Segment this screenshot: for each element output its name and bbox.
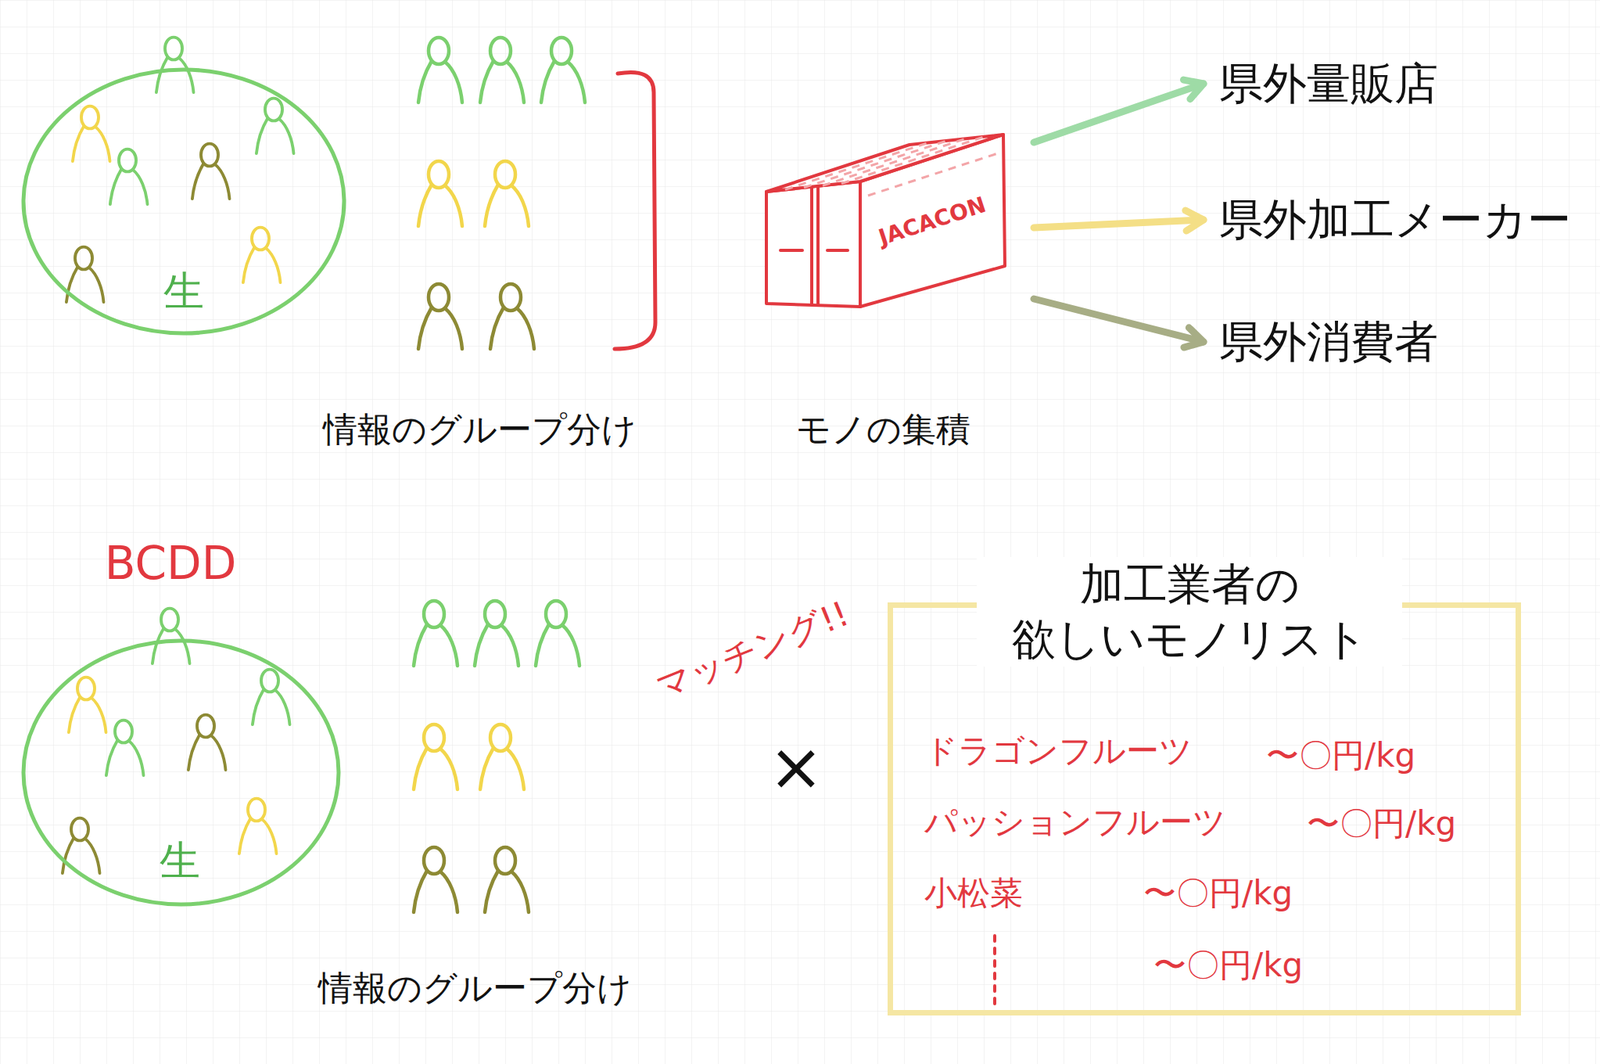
- flow-arrow: [1033, 210, 1204, 231]
- person-figure: [156, 37, 194, 94]
- person-figure: [68, 677, 107, 733]
- container-box: JACACON: [766, 132, 1006, 309]
- person-figure: [484, 161, 529, 227]
- person-figure: [413, 724, 458, 790]
- person-figure: [418, 161, 463, 227]
- arrow-shaft: [1033, 219, 1204, 228]
- arrow-shaft: [1033, 83, 1204, 143]
- arrow-shaft: [1033, 298, 1204, 342]
- person-figure: [192, 143, 230, 200]
- list-heading: 加工業者の 欲しいモノリスト: [976, 556, 1403, 667]
- group-caption: 情報のグループ分け: [318, 965, 632, 1009]
- container-face: [766, 181, 861, 307]
- item-name: パッションフルーツ: [924, 801, 1227, 844]
- container-stripe: [868, 153, 998, 196]
- container-door: [827, 248, 848, 252]
- times-sign: ×: [768, 725, 824, 808]
- destination-name: 県外加工メーカー: [1219, 192, 1572, 248]
- container-stripe: [822, 138, 966, 186]
- ellipse-outline: [23, 69, 345, 334]
- wish-list-box: 加工業者の 欲しいモノリストドラゴンフルーツ〜〇円/kgパッションフルーツ〜〇円…: [887, 602, 1522, 1016]
- bcdd-mark: BCDD: [104, 534, 237, 592]
- arrow-head: [1185, 210, 1204, 231]
- person-figure: [418, 37, 463, 103]
- person-figure: [413, 846, 458, 912]
- person-figure: [188, 714, 227, 771]
- container-stripe: [803, 140, 948, 188]
- destination-name: 県外量販店: [1219, 56, 1439, 112]
- arrow-head: [1183, 327, 1204, 348]
- ellipse-outline: [23, 640, 339, 905]
- producer-circle: 生: [20, 66, 348, 337]
- person-figure: [239, 798, 277, 854]
- person-figure: [243, 227, 281, 284]
- grouped-figures: [418, 37, 585, 349]
- group-caption: 情報のグループ分け: [322, 407, 637, 451]
- container-stripe: [841, 136, 985, 184]
- producer-figures: [66, 37, 295, 303]
- person-figure: [106, 720, 144, 776]
- person-figure: [480, 724, 524, 790]
- person-figure: [413, 600, 458, 666]
- destination-text: 県外消費者: [1214, 311, 1443, 373]
- item-price: 〜〇円/kg: [1153, 944, 1303, 987]
- person-figure: [535, 600, 580, 666]
- flow-arrow: [1033, 79, 1204, 143]
- destination-text: 県外量販店: [1214, 53, 1443, 115]
- item-price: 〜〇円/kg: [1266, 735, 1416, 777]
- person-figure: [72, 106, 111, 162]
- item-name: 小松菜: [924, 872, 1023, 915]
- person-figure: [541, 37, 585, 103]
- producer-figures: [62, 608, 291, 874]
- continuation-dots: [993, 935, 997, 1005]
- person-figure: [110, 149, 148, 205]
- grouped-figures: [413, 600, 580, 912]
- person-figure: [152, 608, 191, 664]
- item-price: 〜〇円/kg: [1306, 803, 1457, 845]
- destination-text: 県外加工メーカー: [1214, 189, 1576, 251]
- container-door: [816, 186, 820, 305]
- item-name: ドラゴンフルーツ: [924, 730, 1193, 772]
- container-door: [780, 248, 803, 252]
- flow-arrow: [1033, 298, 1204, 348]
- arrow-head: [1183, 79, 1204, 100]
- collection-caption: モノの集積: [796, 407, 971, 451]
- group-bracket: [614, 71, 656, 349]
- person-figure: [256, 98, 295, 155]
- producer-circle: 生: [20, 637, 342, 908]
- person-figure: [490, 283, 535, 349]
- producer-mark: 生: [163, 265, 205, 317]
- person-figure: [252, 669, 291, 725]
- destination-name: 県外消費者: [1219, 314, 1439, 370]
- item-price: 〜〇円/kg: [1143, 872, 1293, 915]
- container-stripe: [785, 142, 929, 190]
- person-figure: [484, 846, 529, 912]
- container-door: [810, 187, 814, 305]
- person-figure: [474, 600, 519, 666]
- producer-mark: 生: [159, 835, 201, 887]
- person-figure: [480, 37, 524, 103]
- person-figure: [418, 283, 463, 349]
